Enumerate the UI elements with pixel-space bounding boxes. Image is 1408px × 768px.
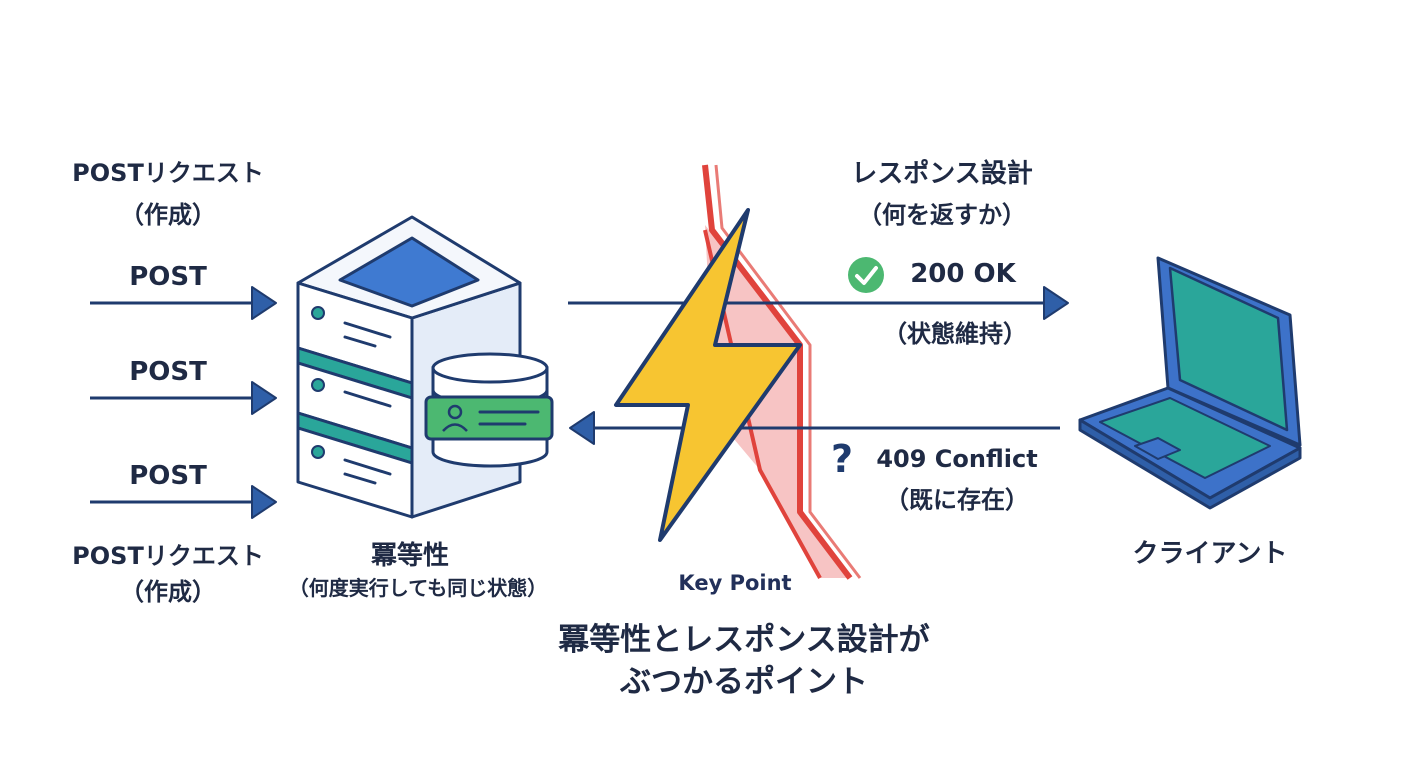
post-arrow-1 bbox=[90, 286, 277, 320]
post-arrow-label-3: POST bbox=[129, 461, 207, 491]
footer-title-line1: 冪等性とレスポンス設計が bbox=[558, 622, 930, 658]
question-icon: ? bbox=[831, 437, 853, 481]
response-arrow-ok bbox=[568, 286, 1069, 320]
conflict-status-label: 409 Conflict bbox=[876, 445, 1038, 473]
response-design-title: レスポンス設計 bbox=[851, 159, 1033, 189]
check-circle-icon bbox=[848, 257, 884, 293]
post-arrow-3 bbox=[90, 485, 277, 519]
post-arrow-label-2: POST bbox=[129, 357, 207, 387]
lightning-bolt-icon bbox=[614, 208, 802, 542]
idempotency-sub: （何度実行しても同じ状態） bbox=[288, 576, 548, 600]
post-request-top-sub: （作成） bbox=[120, 201, 216, 229]
user-card-icon bbox=[424, 395, 554, 441]
ok-status-sub: （状態維持） bbox=[883, 320, 1027, 348]
key-point-label: Key Point bbox=[678, 571, 792, 595]
ok-status-label: 200 OK bbox=[910, 259, 1016, 289]
response-design-sub: （何を返すか） bbox=[858, 201, 1026, 229]
svg-text:?: ? bbox=[831, 437, 853, 481]
post-request-top-label: POSTリクエスト bbox=[72, 159, 264, 187]
post-arrow-label-1: POST bbox=[129, 262, 207, 292]
laptop-icon bbox=[1078, 256, 1302, 510]
idempotency-label: 冪等性 bbox=[370, 541, 449, 571]
post-request-bottom-label: POSTリクエスト bbox=[72, 542, 264, 570]
footer-title-line2: ぶつかるポイント bbox=[620, 664, 868, 700]
conflict-status-sub: （既に存在） bbox=[885, 486, 1029, 514]
response-arrow-conflict bbox=[569, 411, 1060, 445]
client-label: クライアント bbox=[1132, 539, 1288, 569]
post-arrow-2 bbox=[90, 381, 277, 415]
post-request-bottom-sub: （作成） bbox=[120, 578, 216, 606]
